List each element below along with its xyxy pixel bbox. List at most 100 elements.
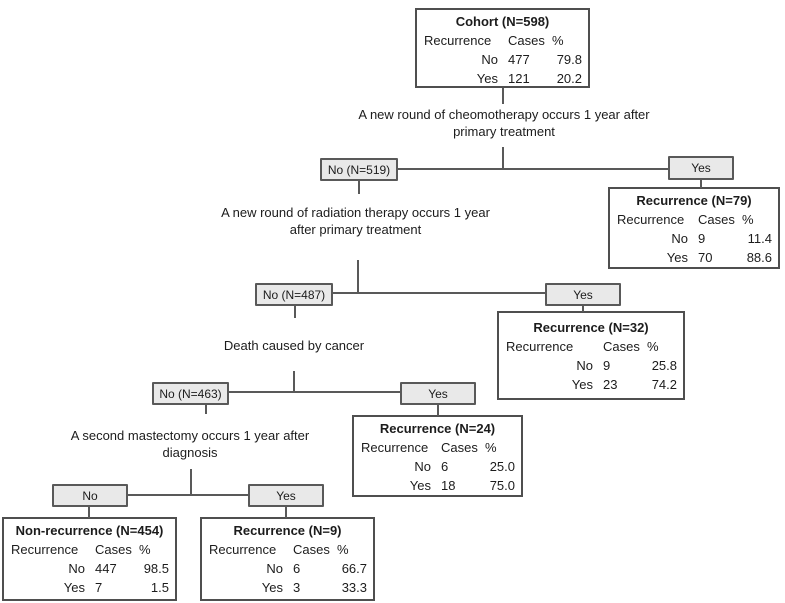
row-cases: 18 [441, 478, 456, 493]
row-pct: 1.5 [150, 580, 169, 595]
question-chemotherapy: A new round of cheomotherapy occurs 1 ye… [358, 107, 650, 139]
connector-branch3-horizontal [228, 391, 400, 393]
recurrence-24-title: Recurrence (N=24) [379, 421, 496, 436]
table-row: Yes 23 74.2 [499, 375, 683, 394]
row-label: Yes [261, 580, 283, 595]
connector-branch1-horizontal [397, 168, 668, 170]
header-pct: % [647, 339, 659, 354]
question-mastectomy: A second mastectomy occurs 1 year after … [70, 428, 310, 460]
connector-yes3-down [437, 404, 439, 416]
table-row: Yes 18 75.0 [354, 476, 521, 495]
row-cases: 70 [698, 250, 713, 265]
nonrecurrence-454-box: Non-recurrence (N=454) Recurrence Cases … [2, 517, 177, 601]
row-label: Yes [476, 71, 498, 86]
row-label: No [576, 358, 593, 373]
row-label: Yes [571, 377, 593, 392]
row-cases: 23 [603, 377, 618, 392]
connector-no1-down [358, 180, 360, 194]
table-header-row: Recurrence Cases % [499, 337, 683, 356]
row-pct: 25.0 [489, 459, 515, 474]
row-label: No [68, 561, 85, 576]
row-cases: 3 [293, 580, 301, 595]
row-label: No [671, 231, 688, 246]
row-pct: 33.3 [341, 580, 367, 595]
row-cases: 9 [698, 231, 706, 246]
header-pct: % [552, 33, 564, 48]
recurrence-79-title: Recurrence (N=79) [636, 193, 752, 208]
table-row: No 477 79.8 [417, 50, 588, 69]
table-row: No 6 66.7 [202, 559, 373, 578]
row-cases: 477 [508, 52, 530, 67]
row-cases: 121 [508, 71, 530, 86]
table-row: Yes 70 88.6 [610, 248, 778, 267]
branch-no-463: No (N=463) [152, 382, 229, 405]
table-row: No 6 25.0 [354, 457, 521, 476]
row-label: Yes [409, 478, 431, 493]
branch-yes-death: Yes [400, 382, 476, 405]
nonrecurrence-454-title: Non-recurrence (N=454) [15, 523, 164, 538]
header-cases: Cases [698, 212, 735, 227]
branch-no-mastectomy: No [52, 484, 128, 507]
header-cases: Cases [293, 542, 330, 557]
connector-cohort-down [502, 88, 504, 104]
row-cases: 447 [95, 561, 117, 576]
table-row: Yes 121 20.2 [417, 69, 588, 88]
header-pct: % [139, 542, 151, 557]
header-cases: Cases [95, 542, 132, 557]
row-label: No [414, 459, 431, 474]
connector-q1-down [502, 147, 504, 170]
header-pct: % [742, 212, 754, 227]
recurrence-24-box: Recurrence (N=24) Recurrence Cases % No … [352, 415, 523, 497]
table-row: No 9 11.4 [610, 229, 778, 248]
recurrence-9-title: Recurrence (N=9) [233, 523, 342, 538]
branch-no-487: No (N=487) [255, 283, 333, 306]
cohort-box: Cohort (N=598) Recurrence Cases % No 477… [415, 8, 590, 88]
table-header-row: Recurrence Cases % [202, 540, 373, 559]
table-header-row: Recurrence Cases % [354, 438, 521, 457]
row-cases: 6 [441, 459, 449, 474]
connector-q3-down [293, 371, 295, 392]
recurrence-9-box: Recurrence (N=9) Recurrence Cases % No 6… [200, 517, 375, 601]
connector-q4-down [190, 469, 192, 496]
table-row: No 447 98.5 [4, 559, 175, 578]
connector-no4-down [88, 506, 90, 518]
header-recurrence: Recurrence [424, 33, 492, 48]
connector-yes2-down [582, 305, 584, 312]
branch-yes-radiation: Yes [545, 283, 621, 306]
table-header-row: Recurrence Cases % [4, 540, 175, 559]
row-pct: 79.8 [556, 52, 582, 67]
row-cases: 6 [293, 561, 301, 576]
row-cases: 9 [603, 358, 611, 373]
row-label: No [266, 561, 283, 576]
question-death: Death caused by cancer [223, 338, 365, 353]
row-pct: 74.2 [651, 377, 677, 392]
row-pct: 98.5 [143, 561, 169, 576]
row-pct: 88.6 [746, 250, 772, 265]
question-radiation: A new round of radiation therapy occurs … [221, 205, 490, 237]
row-pct: 66.7 [341, 561, 367, 576]
header-recurrence: Recurrence [361, 440, 429, 455]
branch-no-519: No (N=519) [320, 158, 398, 181]
row-label: No [481, 52, 498, 67]
row-label: Yes [63, 580, 85, 595]
branch-yes-mastectomy: Yes [248, 484, 324, 507]
connector-branch4-horizontal [127, 494, 248, 496]
connector-yes4-down [285, 506, 287, 518]
recurrence-79-box: Recurrence (N=79) Recurrence Cases % No … [608, 187, 780, 269]
header-recurrence: Recurrence [506, 339, 574, 354]
connector-q2-down [357, 260, 359, 294]
header-cases: Cases [603, 339, 640, 354]
table-row: No 9 25.8 [499, 356, 683, 375]
row-label: Yes [666, 250, 688, 265]
header-pct: % [485, 440, 497, 455]
table-row: Yes 7 1.5 [4, 578, 175, 597]
header-recurrence: Recurrence [209, 542, 277, 557]
table-row: Yes 3 33.3 [202, 578, 373, 597]
recurrence-32-box: Recurrence (N=32) Recurrence Cases % No … [497, 311, 685, 400]
header-cases: Cases [441, 440, 478, 455]
row-pct: 25.8 [651, 358, 677, 373]
header-cases: Cases [508, 33, 545, 48]
header-recurrence: Recurrence [11, 542, 79, 557]
recurrence-32-title: Recurrence (N=32) [533, 320, 649, 335]
